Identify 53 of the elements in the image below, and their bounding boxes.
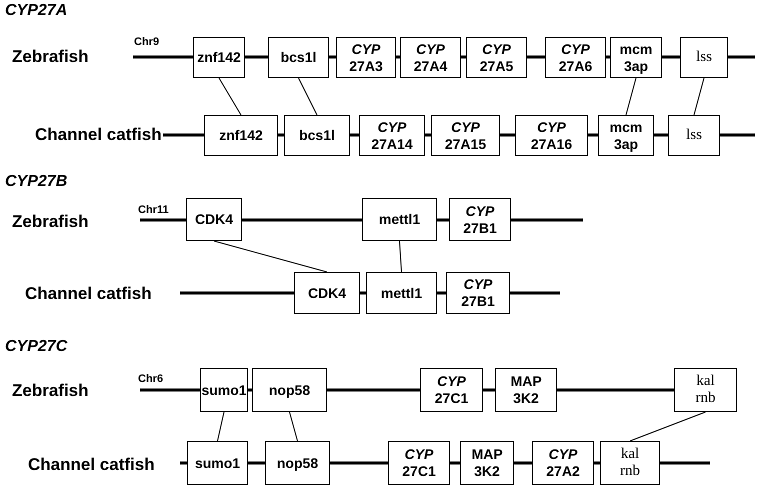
section-heading: CYP27A [5, 2, 68, 20]
gene-box: bcs1l [268, 37, 329, 78]
species-label: Channel catfish [35, 125, 162, 145]
ortholog-line [399, 240, 402, 272]
ortholog-line [214, 240, 328, 272]
chromosome-label: Chr6 [138, 373, 164, 385]
gene-box: CYP 27C1 [420, 368, 483, 412]
gene-box: lss [680, 37, 728, 78]
gene-box: CYP 27A2 [532, 441, 594, 485]
gene-box: CDK4 [294, 272, 360, 314]
gene-box: CYP 27A15 [431, 115, 500, 156]
gene-box: mettl1 [362, 198, 437, 241]
gene-box: CYP 27A5 [466, 37, 527, 78]
species-label: Zebrafish [12, 212, 89, 232]
gene-box: mettl1 [366, 272, 437, 314]
gene-box: CYP 27C1 [388, 441, 450, 485]
ortholog-line [626, 78, 636, 116]
gene-box: CYP 27A3 [336, 37, 396, 78]
species-label: Channel catfish [25, 284, 152, 304]
gene-box: MAP 3K2 [460, 441, 514, 485]
gene-box: nop58 [252, 368, 327, 412]
species-label: Zebrafish [12, 47, 89, 67]
chromosome-label: Chr9 [134, 36, 160, 48]
ortholog-line [217, 412, 224, 442]
gene-box: kal rnb [600, 441, 660, 485]
gene-box: CYP 27A16 [515, 115, 588, 156]
gene-box: sumo1 [187, 441, 248, 485]
gene-box: CYP 27B1 [446, 272, 510, 314]
gene-box: CYP 27A4 [400, 37, 461, 78]
gene-box: CDK4 [186, 198, 242, 241]
gene-box: CYP 27B1 [449, 198, 511, 241]
ortholog-line [298, 78, 318, 116]
gene-box: CYP 27A14 [359, 115, 425, 156]
gene-box: sumo1 [200, 368, 248, 412]
gene-box: mcm 3ap [598, 115, 654, 156]
section-heading: CYP27B [5, 173, 68, 191]
ortholog-line [218, 78, 242, 116]
chromosome-label: Chr11 [138, 204, 169, 216]
gene-box: nop58 [265, 441, 330, 485]
species-label: Channel catfish [28, 455, 155, 475]
ortholog-line [289, 412, 298, 442]
ortholog-line [630, 412, 706, 442]
gene-box: kal rnb [674, 368, 737, 412]
species-label: Zebrafish [12, 381, 89, 401]
gene-box: mcm 3ap [610, 37, 662, 78]
ortholog-line [694, 78, 704, 116]
gene-box: MAP 3K2 [495, 368, 557, 412]
section-heading: CYP27C [5, 338, 68, 356]
gene-box: lss [668, 115, 720, 156]
gene-box: znf142 [193, 37, 245, 78]
gene-box: znf142 [204, 115, 278, 156]
gene-box: bcs1l [284, 115, 350, 156]
gene-box: CYP 27A6 [545, 37, 606, 78]
